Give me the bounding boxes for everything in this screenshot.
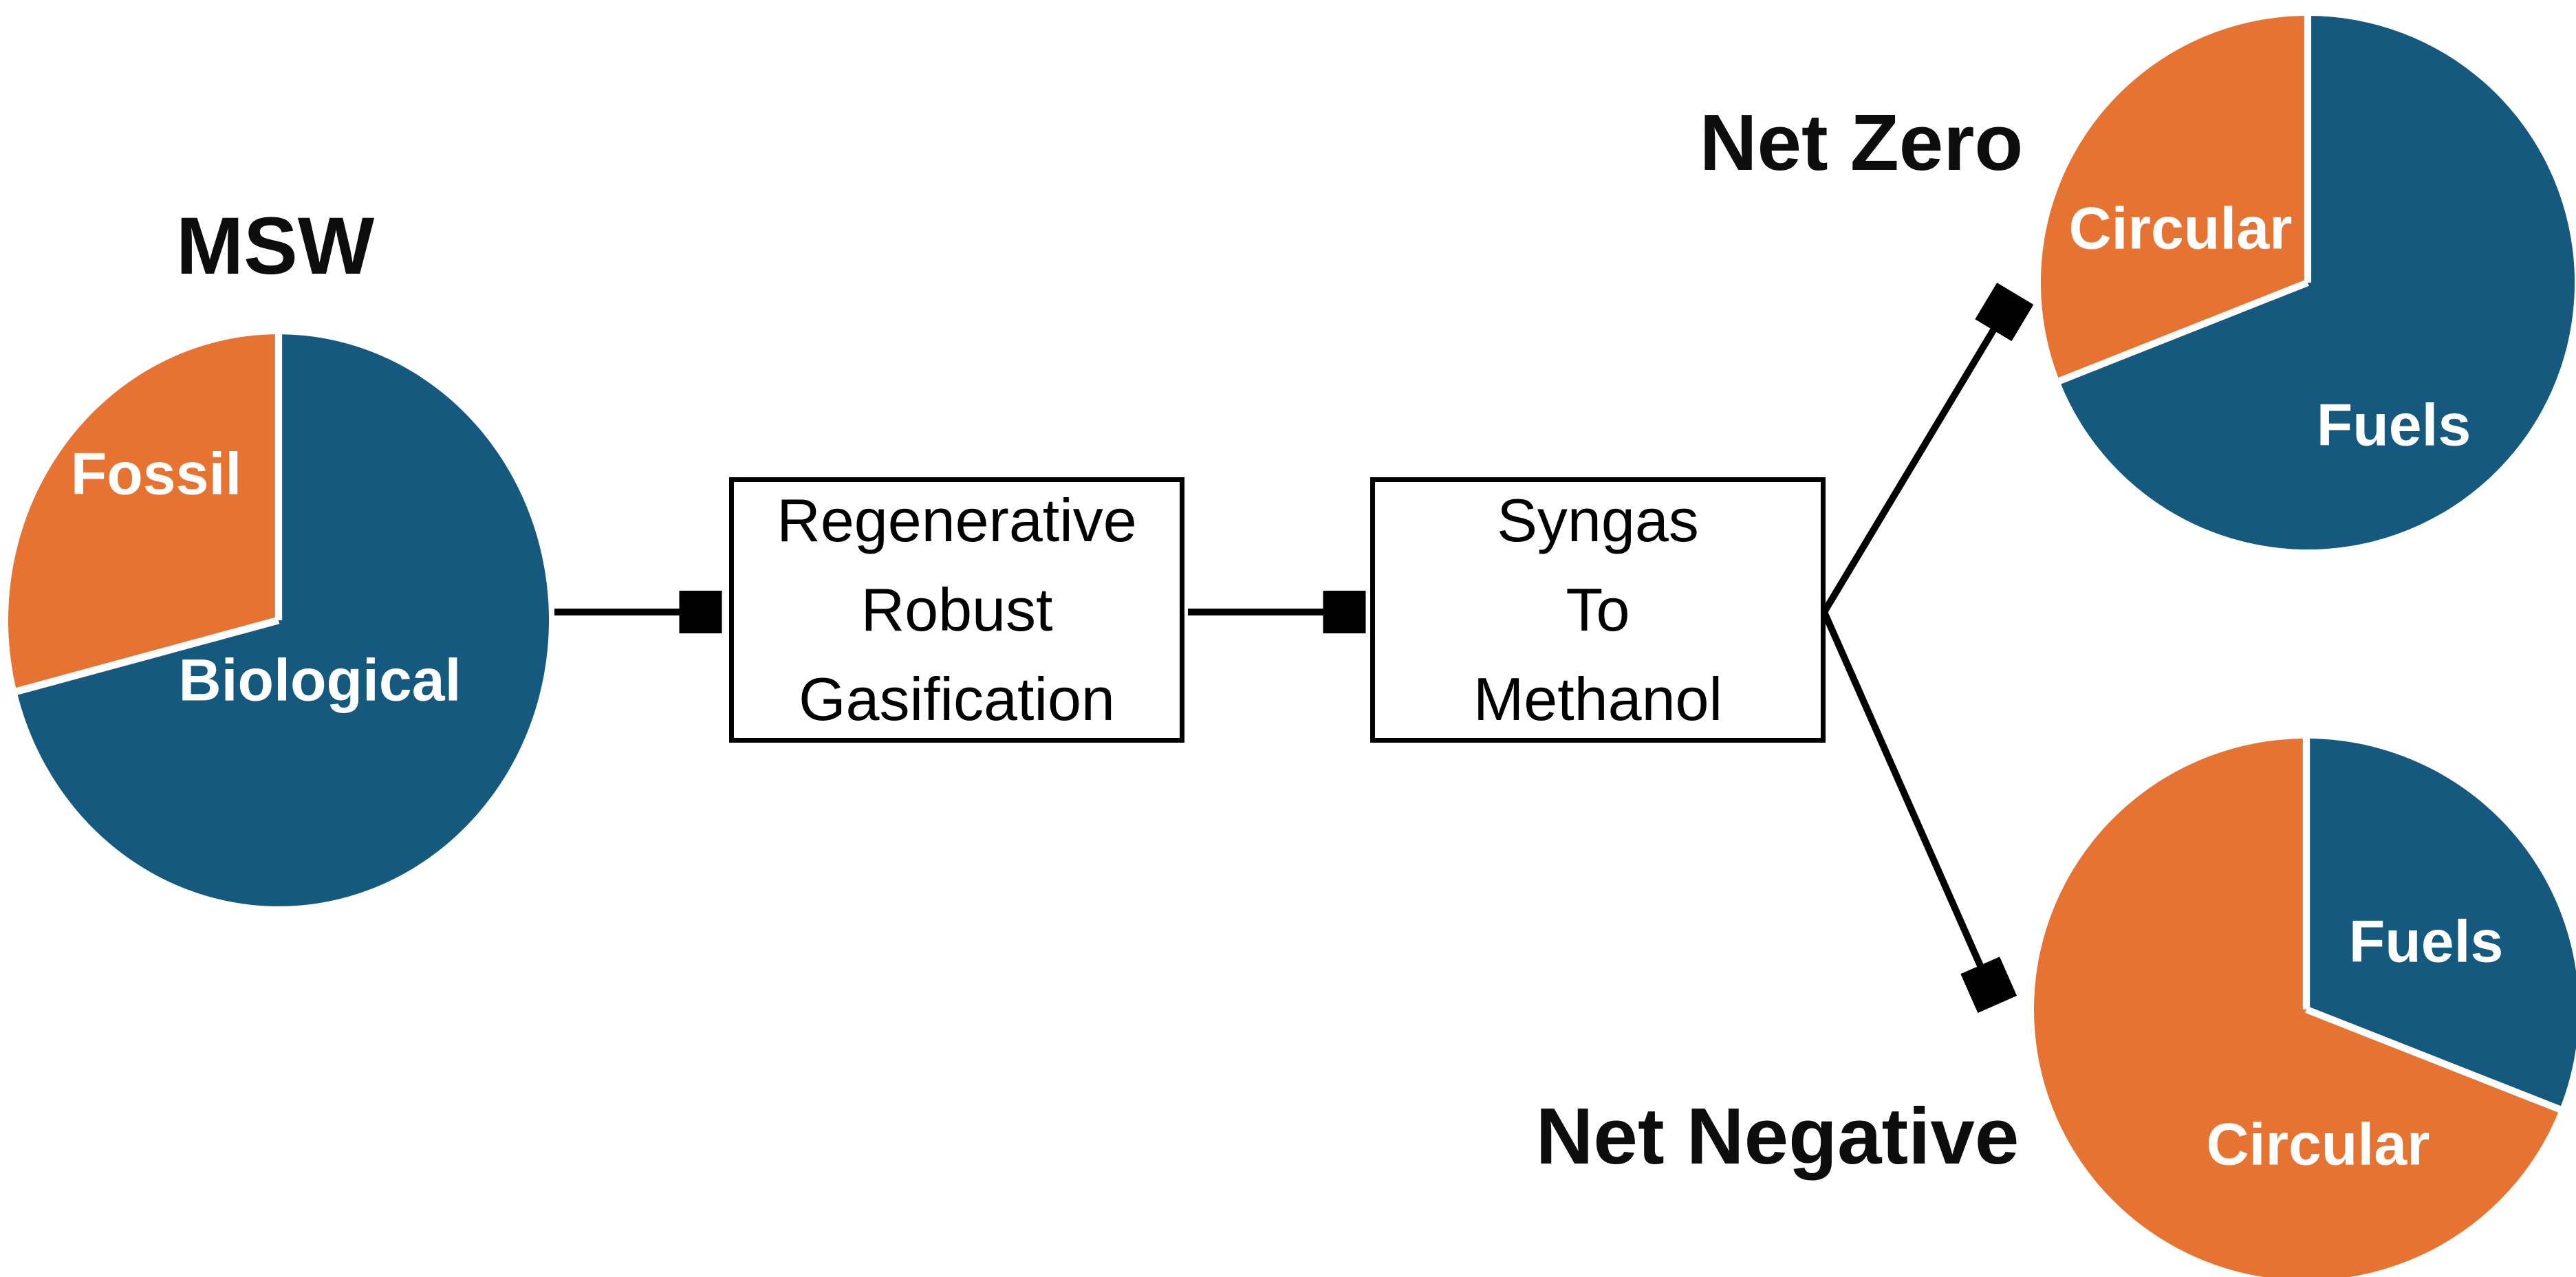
gasification-box-line-3: Gasification — [799, 665, 1115, 733]
gasification-box-line-1: Regenerative — [777, 486, 1137, 554]
syngas-box-line-1: Syngas — [1497, 486, 1699, 554]
syngas-to-methanol-process-box: Syngas To Methanol — [1370, 477, 1826, 743]
net-negative-slice-label-fuels: Fuels — [2348, 908, 2504, 975]
msw-pie-chart: Fossil Biological — [7, 333, 550, 908]
net-negative-title: Net Negative — [1535, 1091, 2020, 1181]
gasification-process-box: Regenerative Robust Gasification — [729, 477, 1184, 743]
net-negative-slice-label-circular: Circular — [2206, 1111, 2430, 1178]
net-negative-pie-svg — [2034, 738, 2576, 1277]
msw-pie-svg — [8, 334, 550, 906]
msw-slice-label-fossil: Fossil — [70, 441, 242, 507]
net-zero-slice-label-circular: Circular — [2068, 195, 2293, 262]
net-zero-slice-label-fuels: Fuels — [2316, 392, 2471, 459]
net-zero-pie-chart: Circular Fuels — [2039, 14, 2576, 551]
gasification-box-line-2: Robust — [861, 576, 1053, 644]
net-negative-pie-chart: Fuels Circular — [2033, 737, 2576, 1277]
msw-slice-label-biological: Biological — [178, 647, 462, 714]
arrow-syngas-to-net-negative — [1821, 610, 1995, 998]
syngas-box-line-3: Methanol — [1473, 665, 1722, 733]
net-zero-pie-svg — [2040, 15, 2575, 550]
net-zero-title: Net Zero — [1699, 98, 2024, 187]
msw-title: MSW — [175, 201, 375, 292]
syngas-box-line-2: To — [1566, 576, 1630, 644]
arrow-syngas-to-net-zero — [1821, 299, 2012, 614]
